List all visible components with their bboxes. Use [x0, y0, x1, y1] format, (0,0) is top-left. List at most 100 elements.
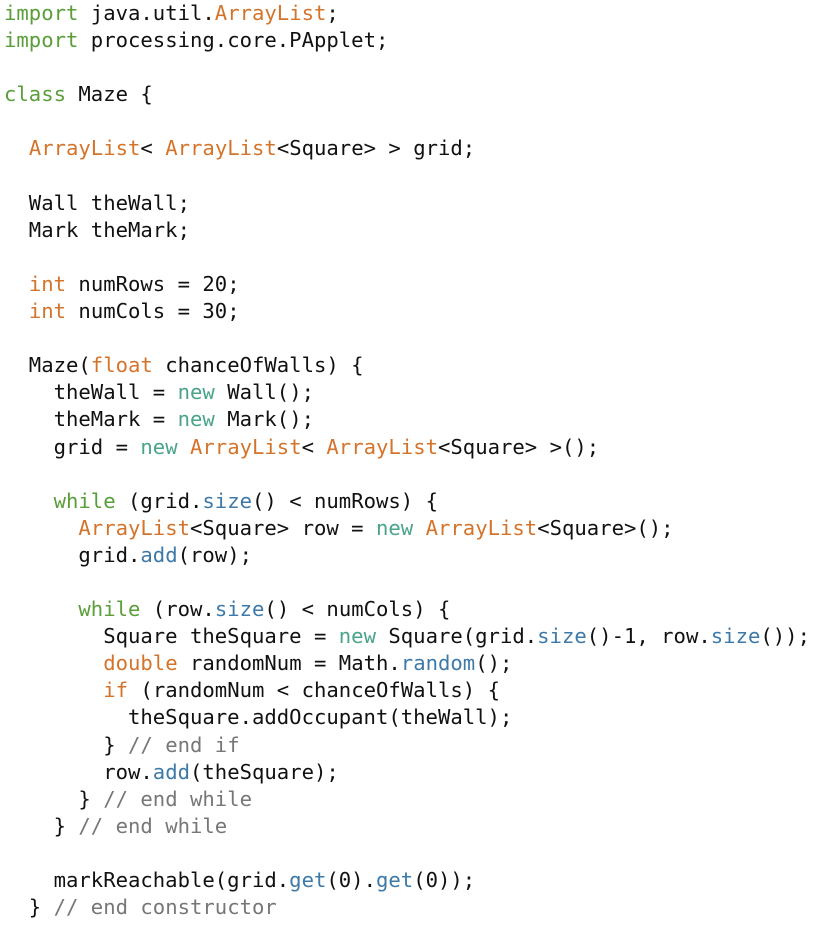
keyword-token: import: [4, 1, 79, 25]
code-text: [178, 435, 190, 459]
keyword-token: while: [53, 488, 116, 513]
code-line: double randomNum = Math.random();: [4, 650, 810, 677]
method-token: add: [152, 759, 190, 784]
method-token: random: [400, 651, 476, 676]
type-token: ArrayList: [28, 136, 141, 161]
code-text: <Square> >();: [438, 434, 600, 459]
code-text: (0).: [326, 868, 376, 892]
comment-token: // end if: [128, 732, 240, 757]
code-text: [4, 597, 78, 621]
code-line: while (grid.size() < numRows) {: [4, 488, 810, 515]
keyword-token: class: [4, 82, 66, 107]
code-text: Wall();: [214, 380, 314, 405]
new-keyword-token: new: [338, 624, 376, 649]
code-text: ;: [326, 1, 339, 25]
code-line: ​: [4, 461, 810, 488]
code-text: [4, 489, 54, 513]
method-token: size: [710, 624, 761, 649]
code-line: while (row.size() < numCols) {: [4, 596, 810, 623]
code-line: ​: [4, 244, 810, 271]
code-text: [4, 299, 29, 323]
code-line: ​: [4, 840, 810, 867]
code-line: int numRows = 20;: [4, 271, 810, 298]
code-line: import java.util.ArrayList;: [4, 0, 810, 27]
code-line: } // end while: [4, 786, 810, 813]
code-text: randomNum = Math.: [177, 651, 401, 676]
keyword-token: import: [4, 28, 79, 53]
code-text: [413, 516, 425, 540]
code-text: Mark();: [214, 407, 314, 432]
code-text: Square(grid.: [375, 624, 538, 649]
code-line: row.add(theSquare);: [4, 759, 810, 786]
code-text: grid =: [4, 434, 141, 459]
code-text: () < numCols) {: [264, 597, 451, 622]
code-text: java.util.: [78, 1, 215, 25]
method-token: size: [214, 597, 265, 622]
type-token: ArrayList: [425, 515, 538, 540]
code-text: (row.: [140, 597, 215, 622]
code-line: theWall = new Wall();: [4, 379, 810, 406]
code-line: import processing.core.PApplet;: [4, 27, 810, 54]
type-token: ArrayList: [190, 434, 302, 459]
code-line: Wall theWall;: [4, 190, 810, 217]
comment-token: // end constructor: [53, 895, 277, 920]
code-text: theMark =: [4, 407, 178, 432]
code-line: ​: [4, 163, 810, 190]
code-line: ​: [4, 569, 810, 596]
code-line: } // end if: [4, 732, 810, 759]
code-text: ());: [760, 624, 810, 649]
keyword-token: while: [78, 597, 141, 622]
code-text: }: [4, 732, 128, 757]
new-keyword-token: new: [375, 515, 414, 540]
code-text: <Square> row =: [190, 515, 376, 540]
code-text: (grid.: [115, 488, 203, 513]
code-text: [4, 136, 29, 160]
code-line: } // end while: [4, 813, 810, 840]
comment-token: // end while: [103, 786, 252, 811]
type-token: ArrayList: [214, 1, 327, 25]
code-line: theSquare.addOccupant(theWall);: [4, 704, 810, 731]
code-line: theMark = new Mark();: [4, 406, 810, 433]
code-line: ​: [4, 325, 810, 352]
code-text: <Square>();: [537, 515, 674, 540]
type-token: ArrayList: [165, 136, 277, 161]
type-token: ArrayList: [78, 515, 190, 540]
code-line: Mark theMark;: [4, 217, 810, 244]
code-text: ()-1, row.: [586, 624, 711, 649]
method-token: get: [289, 868, 327, 892]
code-line: int numCols = 30;: [4, 298, 810, 325]
code-text: () < numRows) {: [252, 488, 438, 513]
code-text: [4, 516, 78, 540]
code-line: grid.add(row);: [4, 542, 810, 569]
method-token: add: [140, 542, 178, 567]
code-text: chanceOfWalls) {: [152, 353, 364, 378]
code-text: markReachable(grid.: [4, 868, 290, 892]
comment-token: // end while: [78, 813, 228, 838]
code-text: theWall =: [4, 380, 178, 405]
code-line: ​: [4, 108, 810, 135]
code-text: [4, 272, 29, 296]
code-text: [4, 678, 103, 702]
code-text: <: [140, 136, 166, 161]
code-text: Wall theWall;: [4, 190, 190, 215]
type-token: double: [103, 651, 178, 676]
method-token: get: [375, 868, 414, 892]
code-listing: import java.util.ArrayList;import proces…: [4, 0, 810, 921]
type-token: int: [28, 271, 67, 296]
code-text: (0));: [413, 868, 476, 892]
type-token: int: [28, 299, 67, 324]
code-text: }: [4, 895, 54, 920]
code-text: numCols = 30;: [66, 299, 240, 324]
code-text: <Square> > grid;: [276, 136, 476, 161]
code-text: [4, 651, 103, 675]
code-text: (theSquare);: [190, 759, 339, 784]
code-line: if (randomNum < chanceOfWalls) {: [4, 677, 810, 704]
code-text: Square theSquare =: [4, 624, 339, 649]
code-text: Mark theMark;: [4, 217, 190, 242]
code-text: numRows = 20;: [66, 271, 240, 296]
code-line: ArrayList<Square> row = new ArrayList<Sq…: [4, 515, 810, 542]
code-text: Maze(: [4, 353, 91, 378]
code-text: (randomNum < chanceOfWalls) {: [128, 678, 500, 703]
type-token: if: [103, 678, 129, 703]
code-text: row.: [4, 759, 153, 784]
